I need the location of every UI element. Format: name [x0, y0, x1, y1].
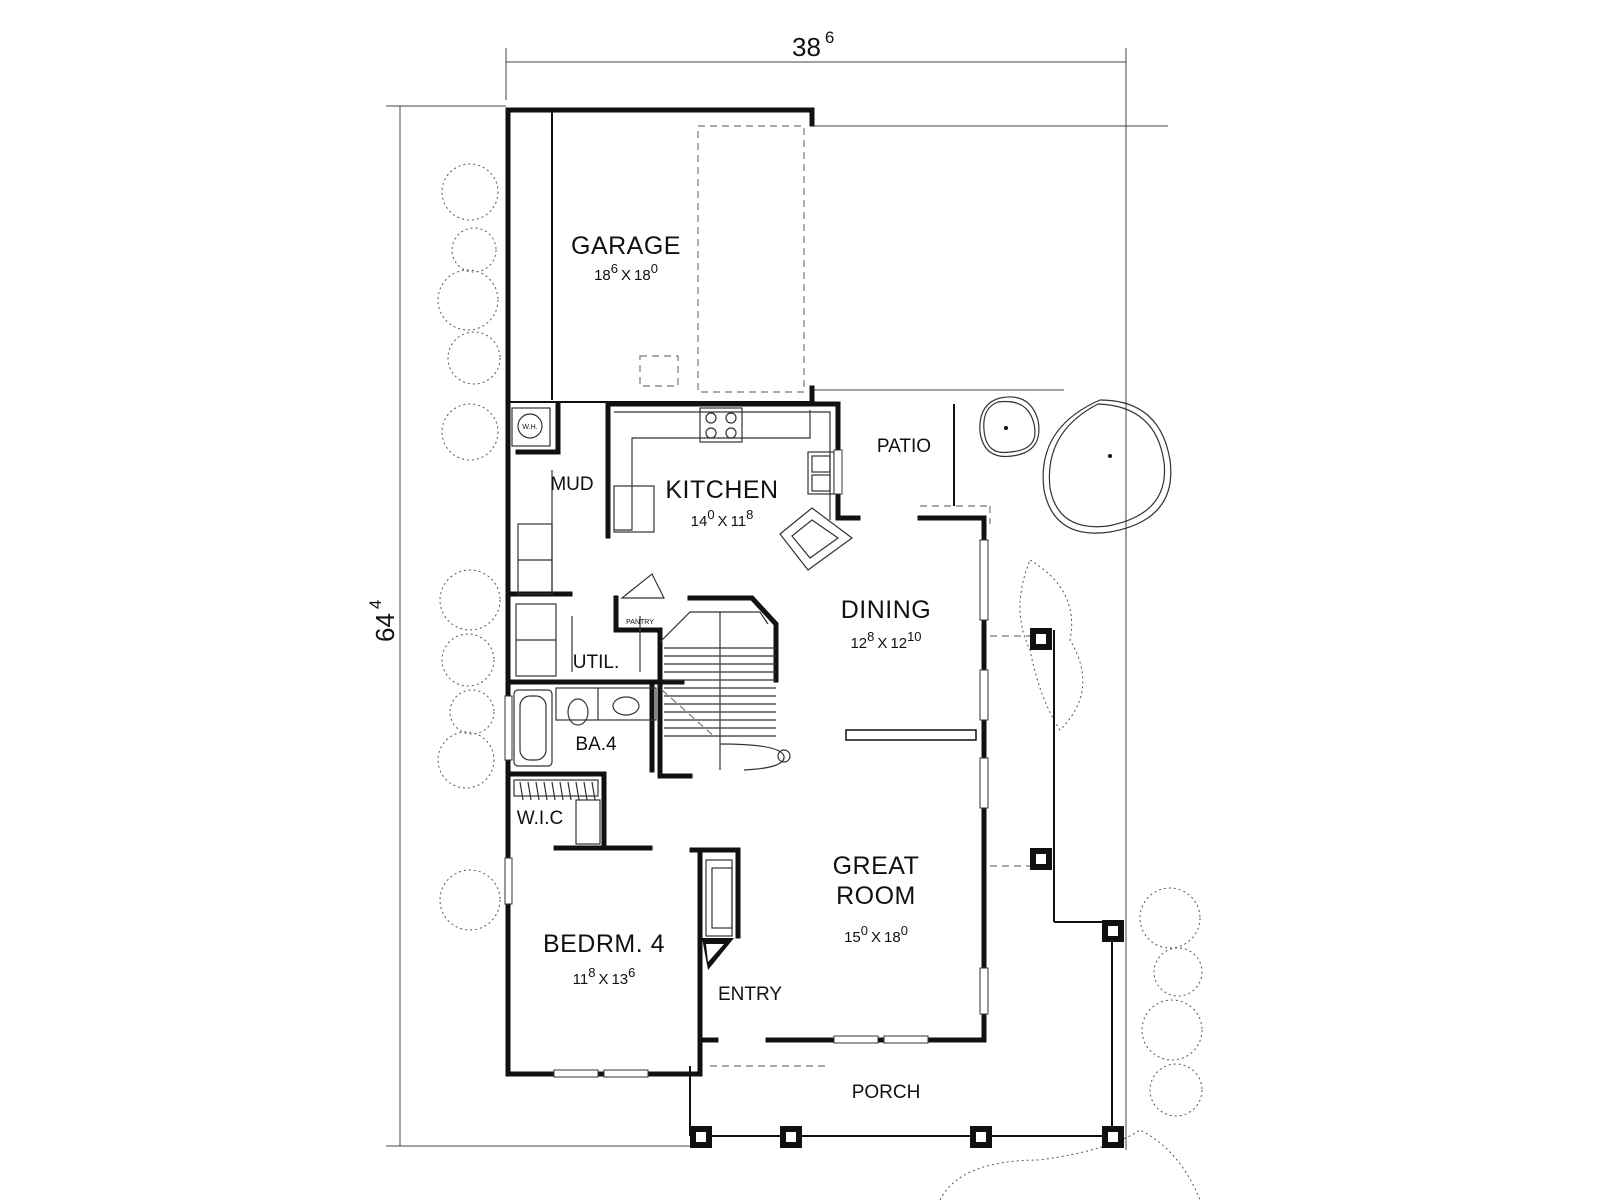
- cooktop-icon: [699, 407, 743, 443]
- room-label-util: UTIL.: [573, 652, 619, 673]
- dimension-lines: [386, 48, 1168, 1150]
- bathtub-icon: [513, 689, 553, 767]
- windows: [504, 449, 989, 1078]
- overall-depth-label: 644: [366, 600, 400, 642]
- lavatory-icon: [612, 696, 640, 716]
- staircase: [659, 611, 791, 771]
- room-label-entry: ENTRY: [718, 984, 782, 1005]
- pantry-door: [620, 573, 665, 599]
- closet-rod: [513, 779, 601, 845]
- room-label-patio: PATIO: [877, 436, 931, 457]
- svg-text:ROOM: ROOM: [836, 882, 916, 910]
- garage-details: W.H.: [511, 112, 805, 447]
- room-label-wic: W.I.C: [517, 808, 563, 829]
- water-heater-icon: [517, 413, 543, 439]
- svg-text:GREAT: GREAT: [833, 852, 920, 880]
- tree-small-icon: [979, 396, 1040, 458]
- svg-text:KITCHEN: KITCHEN: [665, 476, 778, 504]
- room-label-mud: MUD: [550, 474, 593, 495]
- refrigerator-icon: [613, 485, 655, 533]
- svg-text:DINING: DINING: [841, 596, 932, 624]
- corner-counter: [779, 507, 854, 571]
- room-label-bath: BA.4: [575, 734, 617, 755]
- fireplace: [702, 859, 734, 970]
- svg-text:GARAGE: GARAGE: [571, 232, 681, 260]
- tree-large-icon: [1042, 399, 1172, 534]
- room-label-porch: PORCH: [852, 1082, 921, 1103]
- toilet-icon: [567, 698, 589, 726]
- svg-text:W.H.: W.H.: [522, 424, 537, 431]
- fireplace-icon: [702, 938, 734, 970]
- svg-text:BEDRM. 4: BEDRM. 4: [543, 930, 665, 958]
- interior-walls: [507, 401, 977, 1043]
- porch-columns: [690, 628, 1124, 1148]
- bath-fixtures: [513, 687, 657, 767]
- porch-outline: [689, 404, 1113, 1137]
- landscaping: [437, 163, 1203, 1200]
- mud-util-fixtures: [515, 470, 641, 677]
